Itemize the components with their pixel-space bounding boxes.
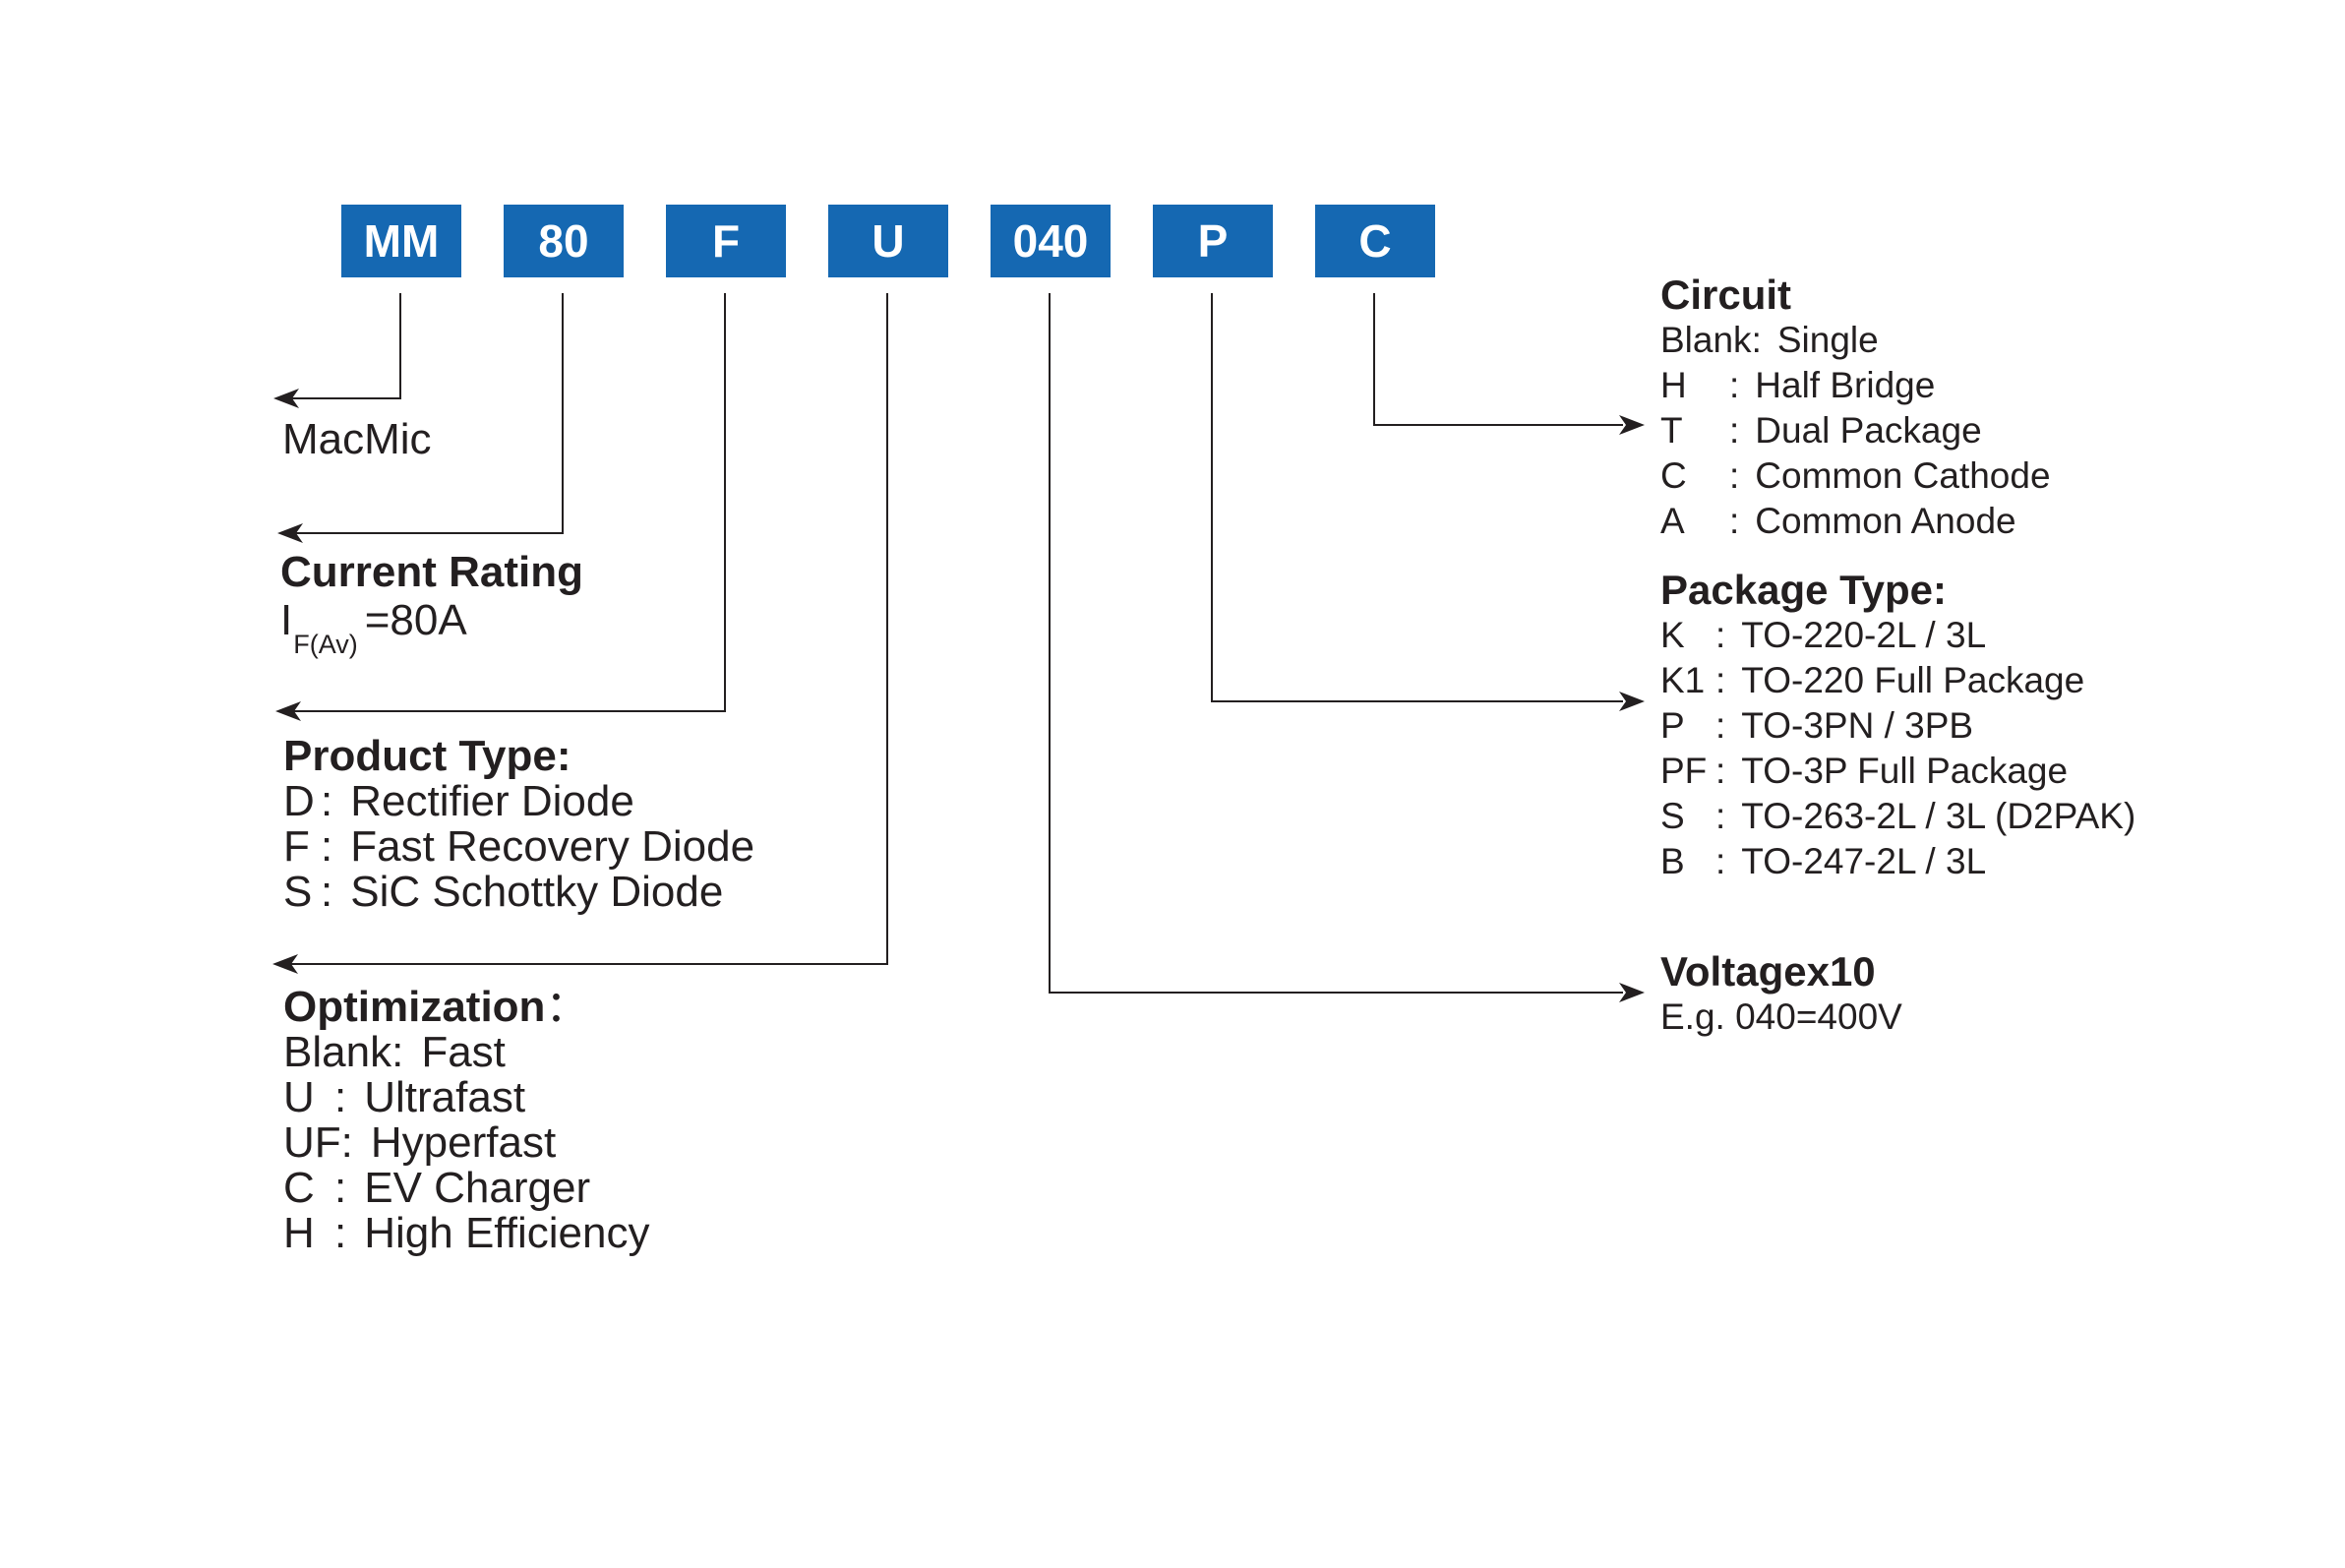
connector-current-hline [295,532,564,534]
product-type-section: Product Type: D:Rectifier Diode F:Fast R… [283,734,754,915]
package-type-section: Package Type: K:TO-220-2L / 3L K1:TO-220… [1660,567,2135,884]
list-item: PF:TO-3P Full Package [1660,751,2069,791]
list-item: UF:Hyperfast [283,1118,557,1167]
arrow-left-icon [277,523,303,543]
connector-circuit-vline [1373,293,1375,426]
arrow-left-icon [273,389,299,408]
list-item: H:High Efficiency [283,1209,650,1257]
connector-voltage-vline [1049,293,1051,994]
list-item: K:TO-220-2L / 3L [1660,615,1987,655]
list-item: H:Half Bridge [1660,365,1936,405]
list-item: S:TO-263-2L / 3L (D2PAK) [1660,796,2136,836]
connector-circuit-hline [1373,424,1623,426]
list-item: S:SiC Schottky Diode [283,868,724,916]
list-item: Blank:Single [1660,320,1879,360]
voltage-section: Voltagex10 E.g. 040=400V [1660,948,1902,1040]
product-type-heading: Product Type: [283,732,571,780]
connector-package-vline [1211,293,1213,702]
list-item: C:Common Cathode [1660,455,2051,496]
optimization-section: Optimization： Blank:Fast U:Ultrafast UF:… [283,985,649,1256]
list-item: U:Ultrafast [283,1073,526,1121]
current-rating-heading: Current Rating [280,548,583,596]
part-code-box-current: 80 [504,205,624,277]
optimization-heading: Optimization： [283,983,589,1031]
circuit-heading: Circuit [1660,271,1792,318]
part-code-box-product: F [666,205,786,277]
arrow-left-icon [275,701,301,721]
part-code-box-package: P [1153,205,1273,277]
current-rating-value: IF(Av)=80A [280,596,467,659]
list-item: P:TO-3PN / 3PB [1660,705,1974,746]
part-code-box-mm: MM [341,205,461,277]
voltage-heading: Voltagex10 [1660,948,1876,995]
connector-optim-hline [290,963,888,965]
part-code-box-voltage: 040 [991,205,1111,277]
list-item: T:Dual Package [1660,410,1982,451]
voltage-example: E.g. 040=400V [1660,996,1902,1037]
arrow-right-icon [1619,692,1645,711]
current-rating-section: Current Rating IF(Av)=80A [280,548,583,659]
manufacturer-label: MacMic [282,415,432,463]
circuit-section: Circuit Blank:Single H:Half Bridge T:Dua… [1660,271,2051,544]
list-item: Blank:Fast [283,1028,506,1076]
list-item: K1:TO-220 Full Package [1660,660,2085,700]
list-item: F:Fast Recovery Diode [283,822,755,871]
subscript-f-av: F(Av) [293,629,358,659]
list-item: D:Rectifier Diode [283,777,634,825]
connector-package-hline [1211,700,1623,702]
part-code-box-circuit: C [1315,205,1435,277]
list-item: A:Common Anode [1660,501,2016,541]
connector-voltage-hline [1049,992,1623,994]
arrow-left-icon [272,954,298,974]
list-item: C:EV Charger [283,1164,591,1212]
connector-product-vline [724,293,726,712]
connector-optim-vline [886,293,888,965]
connector-product-hline [293,710,726,712]
connector-current-vline [562,293,564,534]
arrow-right-icon [1619,983,1645,1002]
part-code-box-optim: U [828,205,948,277]
connector-mm-vline [399,293,401,399]
list-item: B:TO-247-2L / 3L [1660,841,1987,881]
package-type-heading: Package Type: [1660,567,1948,613]
connector-mm-hline [291,397,401,399]
arrow-right-icon [1619,415,1645,435]
